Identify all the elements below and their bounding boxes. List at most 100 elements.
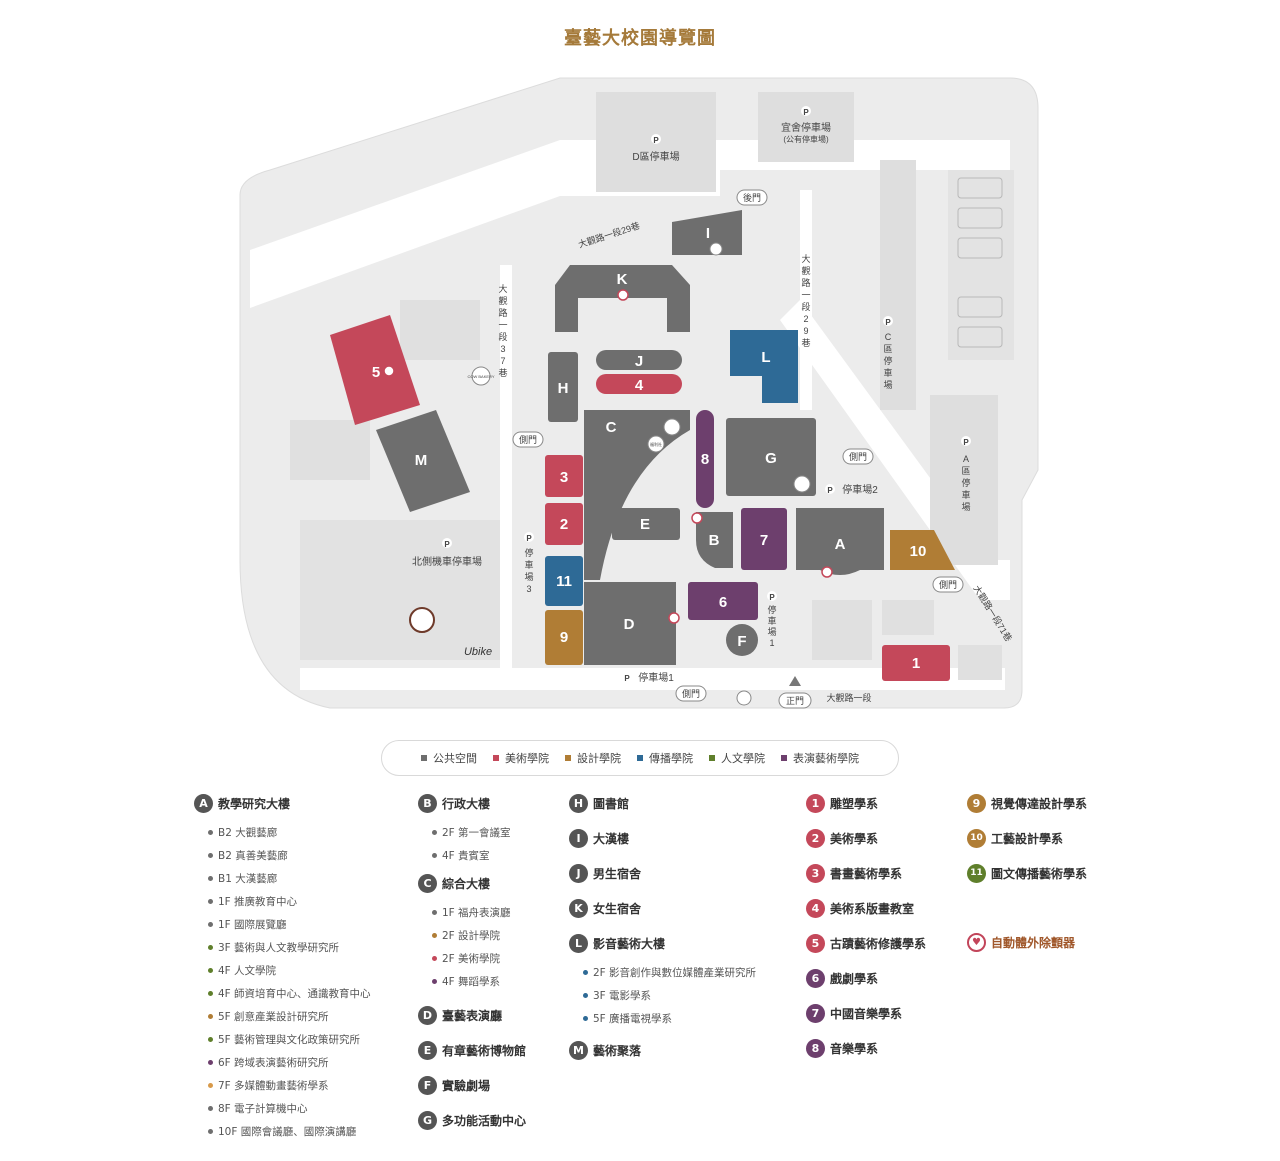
label-A[interactable]: A bbox=[835, 536, 846, 553]
svg-text:停: 停 bbox=[767, 604, 776, 615]
parking-icon bbox=[524, 532, 534, 542]
label-7[interactable]: 7 bbox=[760, 532, 768, 549]
side-gate-label[interactable]: 側門 bbox=[519, 434, 537, 445]
back-gate-label[interactable]: 後門 bbox=[743, 192, 761, 203]
label-D[interactable]: D bbox=[624, 616, 635, 633]
svg-text:車: 車 bbox=[767, 615, 776, 626]
directory-sub-item: 2F 設計學院 bbox=[418, 924, 568, 947]
parking-icon-label: P bbox=[827, 486, 833, 495]
label-E[interactable]: E bbox=[640, 516, 650, 533]
label-10[interactable]: 10 bbox=[910, 543, 927, 560]
label-B[interactable]: B bbox=[709, 532, 720, 549]
legend-item: 傳播學院 bbox=[637, 750, 693, 766]
college-legend: 公共空間 美術學院 設計學院 傳播學院 人文學院 表演藝術學院 bbox=[381, 740, 899, 776]
label-M[interactable]: M bbox=[415, 452, 428, 469]
building-5 bbox=[330, 315, 420, 425]
label-9[interactable]: 9 bbox=[560, 629, 568, 646]
side-gate-label[interactable]: 側門 bbox=[682, 688, 700, 699]
svg-text:觀: 觀 bbox=[801, 265, 810, 276]
fuhe-label: 福利社 bbox=[650, 441, 662, 447]
parking-icon-label: P bbox=[653, 136, 659, 145]
svg-text:路: 路 bbox=[498, 307, 507, 318]
aed-icon bbox=[691, 512, 703, 524]
label-3[interactable]: 3 bbox=[560, 469, 568, 486]
court-2 bbox=[957, 207, 1003, 229]
building-9 bbox=[545, 610, 583, 665]
building-L bbox=[730, 330, 798, 403]
parking-icon-label: P bbox=[885, 318, 891, 327]
svg-text:觀: 觀 bbox=[498, 295, 507, 306]
parking-icon bbox=[883, 316, 893, 326]
side-gate-label[interactable]: 側門 bbox=[849, 451, 867, 462]
parking-icon-label: P bbox=[769, 593, 775, 602]
label-11[interactable]: 11 bbox=[556, 573, 572, 590]
legend-swatch bbox=[493, 755, 499, 761]
road-main-label: 大觀路一段 bbox=[826, 692, 871, 703]
svg-text:車: 車 bbox=[883, 367, 892, 378]
label-6[interactable]: 6 bbox=[719, 594, 727, 611]
svg-text:場: 場 bbox=[767, 626, 776, 637]
building-C bbox=[584, 410, 690, 580]
label-K[interactable]: K bbox=[617, 271, 628, 288]
parking-icon-label: P bbox=[526, 534, 532, 543]
post-office-icon bbox=[409, 607, 435, 633]
directory-sub-item: 8F 電子計算機中心 bbox=[194, 1097, 394, 1120]
label-I[interactable]: I bbox=[706, 225, 710, 242]
label-5[interactable]: 5 bbox=[372, 364, 380, 381]
building-1 bbox=[882, 645, 950, 681]
label-L[interactable]: L bbox=[761, 349, 770, 366]
main-gate-label[interactable]: 正門 bbox=[786, 696, 804, 706]
building-D bbox=[584, 582, 676, 665]
building-E bbox=[612, 508, 680, 540]
svg-text:停: 停 bbox=[883, 355, 892, 366]
label-H[interactable]: H bbox=[558, 380, 569, 397]
aed-icon bbox=[383, 365, 395, 377]
parking-icon-label: P bbox=[963, 438, 969, 447]
directory-sub-item: 1F 福舟表演廳 bbox=[418, 901, 568, 924]
label-J[interactable]: J bbox=[635, 353, 643, 370]
sports-area bbox=[948, 170, 1014, 360]
label-1[interactable]: 1 bbox=[912, 655, 920, 672]
label-2[interactable]: 2 bbox=[560, 516, 568, 533]
aed-heart-icon: ♥ bbox=[967, 932, 986, 952]
label-F[interactable]: F bbox=[737, 633, 746, 650]
label-4[interactable]: 4 bbox=[635, 377, 644, 394]
lot-c bbox=[812, 600, 872, 660]
north-lot bbox=[300, 520, 500, 660]
svg-text:巷: 巷 bbox=[801, 338, 810, 348]
side-gate-pill bbox=[932, 576, 964, 593]
legend-item: 公共空間 bbox=[421, 750, 477, 766]
lot-b bbox=[290, 420, 370, 480]
label-8[interactable]: 8 bbox=[701, 451, 709, 468]
label-G[interactable]: G bbox=[765, 450, 777, 467]
parking-icon bbox=[442, 538, 452, 548]
legend-swatch bbox=[781, 755, 787, 761]
label-C[interactable]: C bbox=[606, 419, 617, 436]
svg-text:段: 段 bbox=[498, 331, 507, 342]
side-gate-label[interactable]: 側門 bbox=[939, 579, 957, 590]
